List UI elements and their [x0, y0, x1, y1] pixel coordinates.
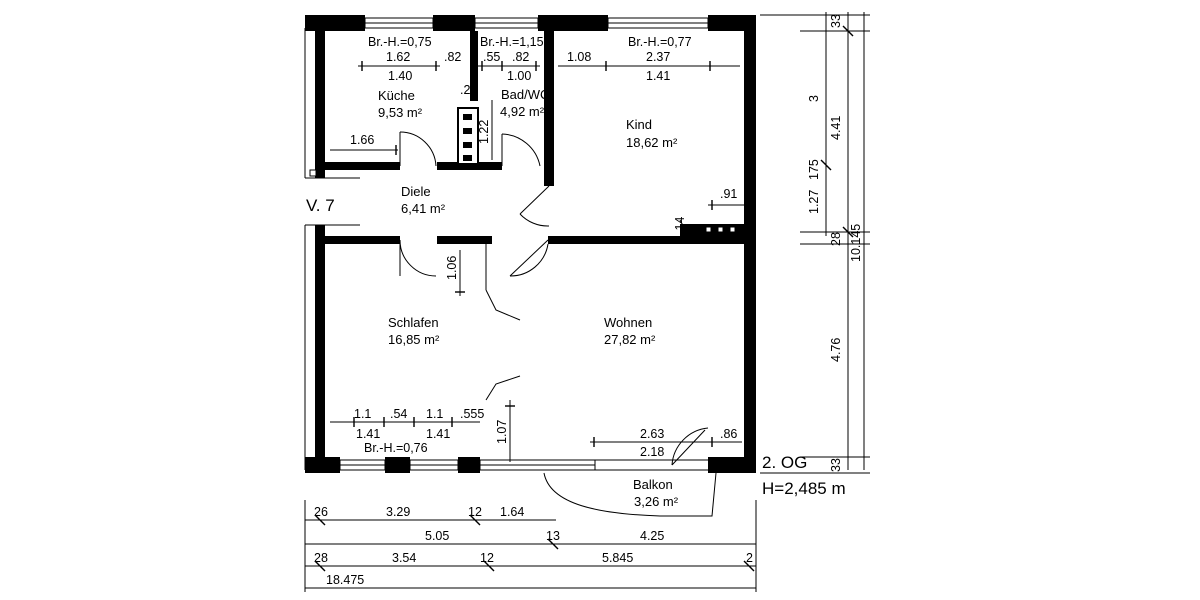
dim-263: 2.63 [640, 427, 664, 441]
dim-r-3: 3 [807, 95, 821, 102]
wall-kind-left [544, 31, 554, 186]
dim-166: 1.66 [350, 133, 374, 147]
wall-kueche-bad [470, 31, 478, 101]
dim-bottom-12b: 12 [480, 551, 494, 565]
dim-s-5: 1.41 [356, 427, 380, 441]
dim-86: .86 [720, 427, 737, 441]
wall-right [744, 15, 756, 473]
walls [304, 15, 756, 473]
dim-k-1: 1.62 [386, 50, 410, 64]
floor-label: 2. OG [762, 453, 807, 472]
wall-top-1 [305, 15, 365, 31]
wall-bottom-4 [708, 457, 756, 473]
dim-bottom-164: 1.64 [500, 505, 524, 519]
room-kind-name: Kind [626, 117, 652, 132]
dim-91: .91 [720, 187, 737, 201]
room-wohnen-name: Wohnen [604, 315, 652, 330]
dim-bottom-505: 5.05 [425, 529, 449, 543]
wall-kueche-bottom [325, 162, 400, 170]
dim-r-175: 175 [807, 159, 821, 180]
wall-bad-bottom [437, 162, 502, 170]
dim-bottom-425: 4.25 [640, 529, 664, 543]
room-bad-name: Bad/WC [501, 87, 549, 102]
dim-r-127: 1.27 [807, 190, 821, 214]
dim-c-3: 1.41 [646, 69, 670, 83]
dim-218: 2.18 [640, 445, 664, 459]
wall-kind-bottom [680, 224, 744, 236]
dim-bottom-26: 26 [314, 505, 328, 519]
dim-107: 1.07 [495, 420, 509, 444]
room-diele-name: Diele [401, 184, 431, 199]
room-schlafen-name: Schlafen [388, 315, 439, 330]
inner-dimension-lines [330, 61, 744, 462]
wall-bottom-1 [305, 457, 340, 473]
dim-r-33b: 33 [829, 458, 843, 472]
dim-s-2: .54 [390, 407, 407, 421]
dim-bottom-total: 18.475 [326, 573, 364, 587]
wall-mid-2 [437, 236, 492, 244]
dim-14: .14 [673, 217, 687, 234]
dim-r-476: 4.76 [829, 338, 843, 362]
doors [399, 131, 709, 466]
balcony [543, 472, 717, 517]
room-balkon-name: Balkon [633, 477, 673, 492]
dim-r-33a: 33 [829, 14, 843, 28]
sill-kueche: Br.-H.=0,75 [368, 35, 432, 49]
dim-bottom-13: 13 [546, 529, 560, 543]
wall-top-2 [433, 15, 475, 31]
wall-top-3 [538, 15, 608, 31]
room-kueche-area: 9,53 m² [378, 105, 423, 120]
wall-bottom-3 [458, 457, 480, 473]
wall-left-upper [315, 28, 325, 178]
dim-k-2: .82 [444, 50, 461, 64]
bottom-dimension-chain [304, 500, 757, 592]
dim-c-1: 1.08 [567, 50, 591, 64]
sill-kind: Br.-H.=0,77 [628, 35, 692, 49]
dim-r-10145: 10.145 [849, 224, 863, 262]
sill-bad: Br.-H.=1,15 [480, 35, 544, 49]
right-dimension-chain [760, 12, 870, 474]
dim-b-1: .55 [483, 50, 500, 64]
dim-r-28: 28 [829, 232, 843, 246]
dim-c-2: 2.37 [646, 50, 670, 64]
room-kind-area: 18,62 m² [626, 135, 678, 150]
dim-s-3: 1.1 [426, 407, 443, 421]
wall-bottom-2 [385, 457, 410, 473]
dim-r-441: 4.41 [829, 116, 843, 140]
room-kueche-name: Küche [378, 88, 415, 103]
wall-mid-1 [325, 236, 400, 244]
dim-s-4: .555 [460, 407, 484, 421]
dim-s-6: 1.41 [426, 427, 450, 441]
room-schlafen-area: 16,85 m² [388, 332, 440, 347]
dim-bottom-5845: 5.845 [602, 551, 633, 565]
dim-bottom-12a: 12 [468, 505, 482, 519]
sill-schlafen: Br.-H.=0,76 [364, 441, 428, 455]
room-diele-area: 6,41 m² [401, 201, 446, 216]
room-bad-area: 4,92 m² [500, 104, 545, 119]
dim-b-3: 1.00 [507, 69, 531, 83]
room-balkon-area: 3,26 m² [634, 494, 679, 509]
dim-b-2: .82 [512, 50, 529, 64]
room-wohnen-area: 27,82 m² [604, 332, 656, 347]
dim-106: 1.06 [445, 256, 459, 280]
dim-s-1: 1.1 [354, 407, 371, 421]
chimney [457, 107, 479, 165]
dim-bottom-2: 2 [746, 551, 753, 565]
dim-122: 1.22 [477, 120, 491, 144]
wall-mid-3 [548, 236, 744, 244]
dim-k-3: 1.40 [388, 69, 412, 83]
dim-28: .28 [460, 83, 477, 97]
unit-label: V. 7 [306, 196, 335, 215]
dim-bottom-329: 3.29 [386, 505, 410, 519]
height-label: H=2,485 m [762, 479, 846, 498]
dim-bottom-354: 3.54 [392, 551, 416, 565]
dim-bottom-28: 28 [314, 551, 328, 565]
wall-left-lower [315, 225, 325, 473]
labels: V. 7 2. OG H=2,485 m Küche 9,53 m² Bad/W… [306, 14, 863, 587]
